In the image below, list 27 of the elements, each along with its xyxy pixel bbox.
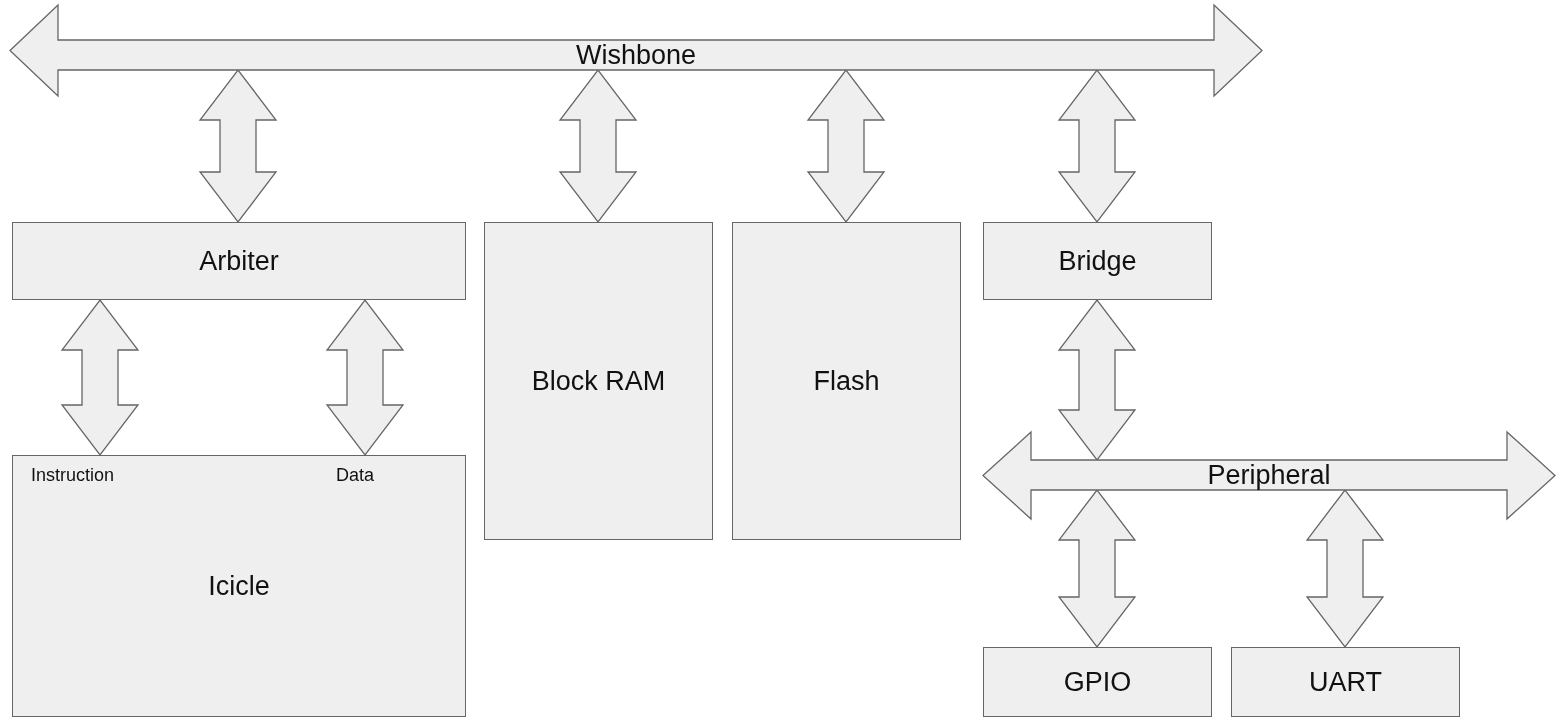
- bus-label: Wishbone: [575, 39, 697, 71]
- block-label: Icicle: [208, 570, 270, 602]
- double-arrow: [1305, 488, 1385, 649]
- block-label: Block RAM: [531, 365, 666, 397]
- block-box: [1231, 647, 1460, 717]
- block-box: [983, 647, 1212, 717]
- block-box: [732, 222, 961, 540]
- bus-label: Peripheral: [1207, 459, 1331, 491]
- double-arrow: [198, 68, 278, 224]
- block-box: [484, 222, 713, 540]
- double-arrow: [558, 68, 638, 224]
- double-arrow: [1057, 488, 1137, 649]
- block-label: Bridge: [1058, 245, 1137, 277]
- port-label: Instruction: [31, 465, 115, 486]
- block-label: UART: [1309, 666, 1382, 698]
- block-label: Flash: [813, 365, 880, 397]
- block-box: [983, 222, 1212, 300]
- port-label: Data: [336, 465, 375, 486]
- block-box: [12, 455, 466, 717]
- block-label: Arbiter: [199, 245, 279, 277]
- block-box: [12, 222, 466, 300]
- double-arrow: [806, 68, 886, 224]
- block-label: GPIO: [1063, 666, 1132, 698]
- double-arrow: [1057, 68, 1137, 224]
- double-arrow: [60, 298, 140, 457]
- double-arrow: [1057, 298, 1137, 462]
- double-arrow: [325, 298, 405, 457]
